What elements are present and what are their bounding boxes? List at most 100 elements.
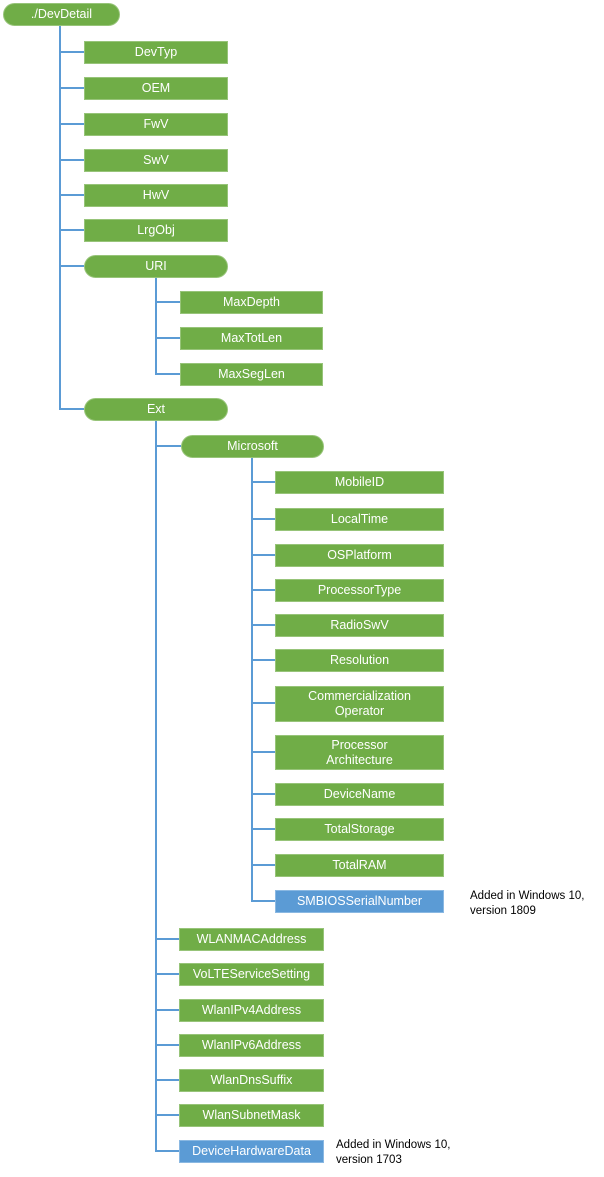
tree-node-label: ProcessorType — [317, 583, 402, 597]
tree-node-wlanmacaddress: WLANMACAddress — [179, 928, 324, 951]
connector-line — [59, 123, 84, 125]
connector-line — [155, 1114, 179, 1116]
tree-node-label: WLANMACAddress — [196, 932, 307, 946]
connector-line — [155, 973, 179, 975]
tree-node-label: WlanIPv6Address — [201, 1038, 302, 1052]
connector-line — [155, 1044, 179, 1046]
tree-node-fwv: FwV — [84, 113, 228, 136]
connector-line — [59, 229, 84, 231]
tree-node-label: VoLTEServiceSetting — [192, 967, 311, 981]
tree-node-label: WlanSubnetMask — [202, 1108, 301, 1122]
tree-node-processor-architecture: Processor Architecture — [275, 735, 444, 770]
connector-line — [251, 828, 275, 830]
tree-node-label: HwV — [142, 188, 170, 202]
tree-node-label: WlanDnsSuffix — [210, 1073, 293, 1087]
tree-node-wlansubnetmask: WlanSubnetMask — [179, 1104, 324, 1127]
tree-node-processortype: ProcessorType — [275, 579, 444, 602]
connector-line — [251, 864, 275, 866]
connector-line — [251, 624, 275, 626]
connector-line — [251, 793, 275, 795]
tree-node-totalstorage: TotalStorage — [275, 818, 444, 841]
connector-line — [251, 900, 275, 902]
connector-line — [251, 659, 275, 661]
tree-node-label: Commercialization Operator — [308, 689, 411, 718]
connector-line — [251, 518, 275, 520]
connector-line — [251, 554, 275, 556]
tree-node-label: Processor Architecture — [326, 737, 393, 767]
tree-node-swv: SwV — [84, 149, 228, 172]
connector-line — [155, 337, 180, 339]
connector-line — [251, 481, 275, 483]
tree-node-smbiosserialnumber: SMBIOSSerialNumber — [275, 890, 444, 913]
connector-line — [59, 51, 84, 53]
tree-node-label: OEM — [141, 81, 171, 95]
tree-node-label: LocalTime — [330, 512, 389, 526]
tree-node-wlanipv4address: WlanIPv4Address — [179, 999, 324, 1022]
connector-line — [251, 589, 275, 591]
trunk-line-uri — [155, 278, 157, 375]
tree-node-label: MaxTotLen — [220, 331, 283, 345]
tree-node-label: LrgObj — [137, 223, 175, 237]
tree-node-commercialization-operator: Commercialization Operator — [275, 686, 444, 722]
tree-node-voltesetting: VoLTEServiceSetting — [179, 963, 324, 986]
tree-node-resolution: Resolution — [275, 649, 444, 672]
tree-node-devicehardwaredata: DeviceHardwareData — [179, 1140, 324, 1163]
connector-line — [155, 445, 181, 447]
tree-node-label: DevTyp — [134, 45, 178, 59]
tree-node-maxtotlen: MaxTotLen — [180, 327, 323, 350]
connector-line — [59, 265, 84, 267]
tree-node-label: Resolution — [329, 653, 390, 667]
tree-node-wlanipv6address: WlanIPv6Address — [179, 1034, 324, 1057]
tree-node-label: Microsoft — [227, 439, 278, 453]
connector-line — [155, 1150, 179, 1152]
tree-node-osplatform: OSPlatform — [275, 544, 444, 567]
tree-node-localtime: LocalTime — [275, 508, 444, 531]
connector-line — [59, 159, 84, 161]
annotation-version-1703: Added in Windows 10, version 1703 — [336, 1139, 451, 1166]
tree-node-lrgobj: LrgObj — [84, 219, 228, 242]
tree-node-label: WlanIPv4Address — [201, 1003, 302, 1017]
tree-node-microsoft: Microsoft — [181, 435, 324, 458]
tree-node-label: MobileID — [334, 475, 385, 489]
connector-line — [155, 938, 179, 940]
tree-node-ext: Ext — [84, 398, 228, 421]
trunk-line-microsoft — [251, 458, 253, 902]
connector-line — [59, 194, 84, 196]
tree-node-totalram: TotalRAM — [275, 854, 444, 877]
connector-line — [155, 373, 180, 375]
tree-node-label: SMBIOSSerialNumber — [296, 894, 423, 908]
tree-node-wlandnssuffix: WlanDnsSuffix — [179, 1069, 324, 1092]
tree-node-label: ./DevDetail — [30, 7, 93, 21]
connector-line — [251, 702, 275, 704]
tree-node-label: TotalRAM — [332, 858, 387, 872]
tree-node-label: SwV — [143, 153, 169, 167]
connector-line — [155, 1009, 179, 1011]
connector-line — [251, 751, 275, 753]
connector-line — [59, 408, 84, 410]
tree-node-label: MaxDepth — [223, 295, 280, 309]
connector-line — [59, 87, 84, 89]
tree-node-devtyp: DevTyp — [84, 41, 228, 64]
tree-node-label: FwV — [143, 117, 169, 131]
tree-node-radioswv: RadioSwV — [275, 614, 444, 637]
tree-node-label: Ext — [146, 402, 166, 416]
trunk-line-root — [59, 26, 61, 410]
tree-node-label: TotalStorage — [324, 822, 395, 836]
tree-node-devicename: DeviceName — [275, 783, 444, 806]
tree-node-mobileid: MobileID — [275, 471, 444, 494]
tree-node-oem: OEM — [84, 77, 228, 100]
trunk-line-ext — [155, 421, 157, 1152]
tree-node-maxseglen: MaxSegLen — [180, 363, 323, 386]
connector-line — [155, 1079, 179, 1081]
annotation-version-1809: Added in Windows 10, version 1809 — [470, 890, 585, 917]
tree-node-label: URI — [145, 259, 167, 273]
tree-node-hwv: HwV — [84, 184, 228, 207]
tree-node-label: MaxSegLen — [218, 367, 285, 381]
connector-line — [155, 301, 180, 303]
tree-node-label: DeviceHardwareData — [192, 1144, 311, 1158]
tree-node-maxdepth: MaxDepth — [180, 291, 323, 314]
tree-node-uri: URI — [84, 255, 228, 278]
tree-node-label: RadioSwV — [330, 618, 389, 632]
tree-node-label: DeviceName — [323, 787, 396, 801]
